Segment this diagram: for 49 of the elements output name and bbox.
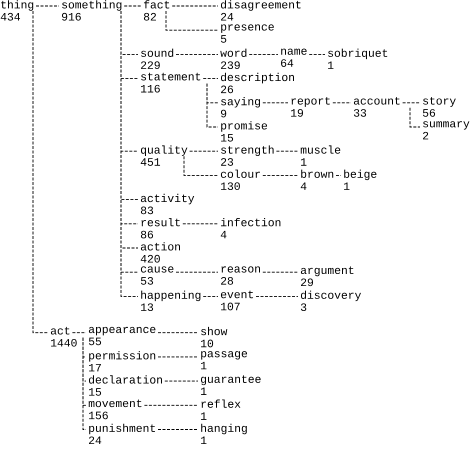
dashed-connector xyxy=(202,78,218,80)
tree-entry: passage 1 xyxy=(201,351,248,370)
dashed-connector xyxy=(182,223,218,224)
dashed-connector xyxy=(262,272,298,273)
tree-entry: fact 82 xyxy=(144,0,170,21)
tree-entry: beige 1 xyxy=(344,170,376,190)
dashed-connector xyxy=(262,174,298,176)
dashed-connector xyxy=(206,83,218,128)
dashed-connector xyxy=(410,107,420,128)
tree-entry: sobriquet 1 xyxy=(328,48,388,69)
tree-entry: account 33 xyxy=(354,97,400,117)
dashed-connector xyxy=(158,356,198,358)
tree-entry: report 19 xyxy=(291,97,330,117)
tree-entry: brown 4 xyxy=(300,170,334,190)
dashed-connector xyxy=(202,296,218,297)
dashed-connector xyxy=(158,429,198,430)
tree-entry: quality 451 xyxy=(140,145,188,166)
tree-entry: summary 2 xyxy=(423,121,470,140)
tree-entry: punishment 24 xyxy=(89,424,156,444)
dashed-connector xyxy=(336,174,342,176)
tree-entry: name 64 xyxy=(281,48,307,67)
tree-entry: act 1440 xyxy=(50,326,77,347)
dashed-connector xyxy=(82,337,86,430)
dashed-connector xyxy=(166,10,218,31)
tree-entry: thing 434 xyxy=(0,0,34,21)
dashed-connector xyxy=(32,10,48,334)
dashed-connector xyxy=(276,150,298,152)
tree-entry: colour 130 xyxy=(220,170,260,190)
dashed-connector xyxy=(189,150,218,152)
tree-entry: happening 13 xyxy=(141,290,200,312)
tree-entry: discovery 3 xyxy=(300,290,361,312)
dashed-connector xyxy=(184,156,218,176)
dashed-connector xyxy=(176,272,218,273)
dashed-connector xyxy=(402,102,420,104)
dashed-connector xyxy=(308,54,326,55)
tree-entry: event 107 xyxy=(220,290,254,310)
tree-entry: infection 4 xyxy=(220,218,280,238)
dashed-connector xyxy=(144,404,198,406)
dashed-connector xyxy=(72,332,86,334)
dashed-connector xyxy=(164,380,198,382)
dashed-connector xyxy=(332,102,352,104)
tree-entry: statement 116 xyxy=(141,72,200,93)
dashed-connector xyxy=(176,54,218,55)
dashed-connector xyxy=(248,54,278,55)
tree-entry: hanging 1 xyxy=(201,424,247,444)
dashed-connector xyxy=(158,332,198,334)
tree-entry: something 916 xyxy=(62,0,122,21)
dashed-connector xyxy=(262,102,288,104)
dashed-connector xyxy=(256,296,298,297)
